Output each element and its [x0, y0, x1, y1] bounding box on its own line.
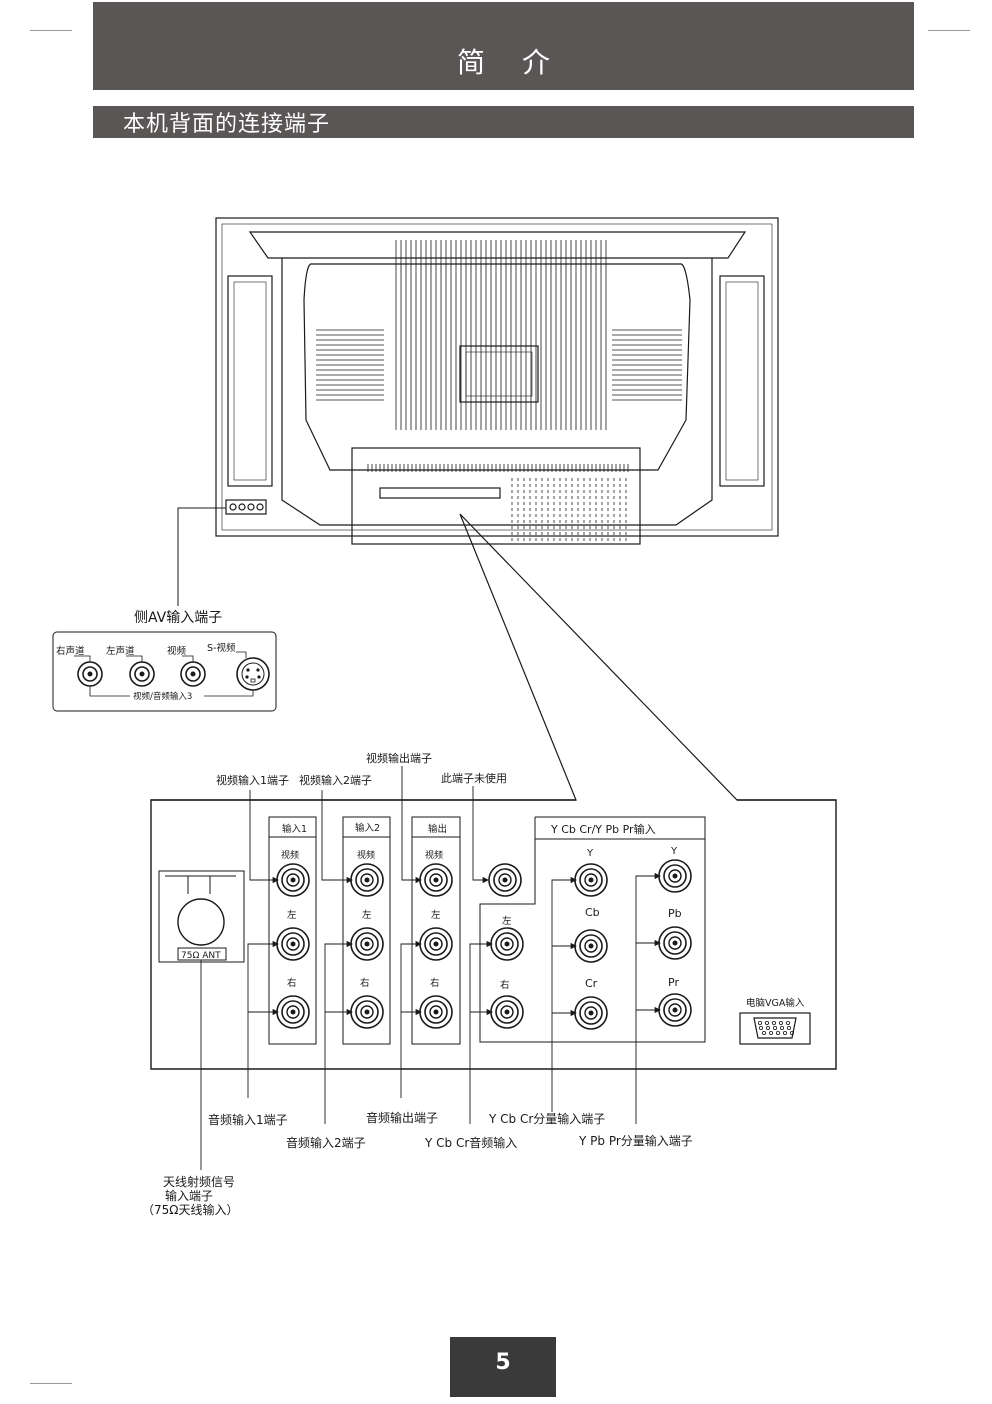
side-label-right: 右声道	[56, 645, 85, 657]
side-av-panel: 右声道 左声道 视频 S-视频 视频/音频输入3	[52, 631, 277, 712]
side-group-label: 视频/音频输入3	[133, 691, 192, 702]
callout-unused: 此端子未使用	[441, 772, 507, 785]
label-input2-video: 视频	[357, 849, 375, 861]
vga-pin	[773, 1026, 778, 1031]
side-label-svideo: S-视频	[207, 642, 236, 654]
callout-ycbcr-component: Y Cb Cr分量输入端子	[488, 1111, 605, 1126]
crop-mark-bottom-left	[30, 1383, 72, 1384]
jack-input2-right	[350, 995, 384, 1029]
jack-ycbcr-y	[574, 863, 608, 897]
callout-antenna-line3: （75Ω天线输入）	[142, 1202, 238, 1217]
crop-mark-top-left	[30, 30, 72, 31]
label-ypbpr-pr: Pr	[668, 976, 679, 989]
vga-pin	[790, 1031, 795, 1036]
label-component-audio-left: 左	[502, 915, 512, 927]
jack-ypbpr-pb	[658, 926, 692, 960]
group-output-label: 输出	[428, 823, 447, 835]
label-output-video: 视频	[425, 849, 443, 861]
jack-right-audio	[77, 661, 103, 687]
vga-pin	[772, 1021, 777, 1026]
callout-antenna-line1: 天线射频信号	[163, 1174, 235, 1189]
section-header: 本机背面的连接端子	[93, 106, 914, 138]
label-output-left: 左	[431, 909, 441, 921]
jack-input1-video	[276, 863, 310, 897]
section-title: 本机背面的连接端子	[123, 112, 331, 137]
side-av-title: 侧AV输入端子	[134, 610, 222, 626]
vga-pin	[779, 1021, 784, 1026]
label-input2-left: 左	[362, 909, 372, 921]
vga-pin	[765, 1021, 770, 1026]
vga-pin	[780, 1026, 785, 1031]
jack-input2-video	[350, 863, 384, 897]
crop-mark-top-right	[928, 30, 970, 31]
group-component-label: Y Cb Cr/Y Pb Pr输入	[550, 822, 656, 836]
side-label-left: 左声道	[106, 645, 135, 657]
label-input1-right: 右	[287, 977, 297, 989]
tv-rear-illustration	[215, 217, 779, 545]
callout-video-in2: 视频输入2端子	[299, 773, 372, 787]
label-ypbpr-pb: Pb	[668, 907, 682, 920]
jack-ycbcr-cb	[574, 929, 608, 963]
label-input2-right: 右	[360, 977, 370, 989]
jack-output-left	[419, 927, 453, 961]
vga-pin	[766, 1026, 771, 1031]
callout-video-in1: 视频输入1端子	[216, 773, 289, 787]
vga-pin	[787, 1026, 792, 1031]
page-title: 简 介	[457, 46, 564, 79]
side-label-video: 视频	[167, 645, 187, 657]
label-ycbcr-cb: Cb	[585, 906, 600, 919]
label-component-audio-right: 右	[500, 979, 510, 991]
jack-input2-left	[350, 927, 384, 961]
page-header: 简 介	[93, 2, 914, 90]
label-input1-video: 视频	[281, 849, 299, 861]
label-ycbcr-y: Y	[586, 848, 594, 859]
jack-input1-right	[276, 995, 310, 1029]
label-ycbcr-cr: Cr	[585, 977, 598, 990]
page-number: 5	[495, 1349, 511, 1375]
jack-output-right	[419, 995, 453, 1029]
jack-component-audio-right	[490, 995, 524, 1029]
vga-input: 电脑VGA输入	[739, 997, 811, 1045]
callout-antenna-line2: 输入端子	[165, 1188, 213, 1203]
jack-component-audio-left	[490, 927, 524, 961]
antenna-label: 75Ω ANT	[181, 951, 221, 961]
jack-ypbpr-y	[658, 859, 692, 893]
jack-output-video	[419, 863, 453, 897]
vga-pin	[759, 1026, 764, 1031]
jack-unused	[488, 863, 522, 897]
callout-video-out: 视频输出端子	[366, 751, 432, 765]
jack-left-audio	[129, 661, 155, 687]
group-input2-label: 输入2	[355, 822, 380, 834]
callout-audio-in2: 音频输入2端子	[286, 1135, 366, 1150]
jack-input1-left	[276, 927, 310, 961]
antenna-input: 75Ω ANT	[158, 870, 245, 963]
callout-ypbpr-component: Y Pb Pr分量输入端子	[578, 1133, 693, 1148]
jack-s-video	[236, 657, 270, 691]
vga-pin	[776, 1031, 781, 1036]
label-ypbpr-y: Y	[670, 846, 678, 857]
vga-pin	[783, 1031, 788, 1036]
vga-pin	[758, 1021, 763, 1026]
jack-ycbcr-cr	[574, 996, 608, 1030]
page-number-box: 5	[450, 1337, 556, 1397]
vga-pin	[786, 1021, 791, 1026]
group-input1-label: 输入1	[282, 823, 307, 835]
callout-audio-out: 音频输出端子	[366, 1110, 438, 1125]
vga-pin	[769, 1031, 774, 1036]
jack-video	[180, 661, 206, 687]
jack-ypbpr-pr	[658, 993, 692, 1027]
vga-label: 电脑VGA输入	[746, 997, 805, 1009]
label-input1-left: 左	[287, 909, 297, 921]
callout-ycbcr-audio: Y Cb Cr音频输入	[424, 1135, 517, 1150]
label-output-right: 右	[430, 977, 440, 989]
callout-audio-in1: 音频输入1端子	[208, 1112, 288, 1127]
vga-pin	[762, 1031, 767, 1036]
rear-connection-panel: 75Ω ANT 输入1 输入2 输出 Y Cb Cr/Y Pb Pr输入 视频 …	[150, 766, 837, 1170]
